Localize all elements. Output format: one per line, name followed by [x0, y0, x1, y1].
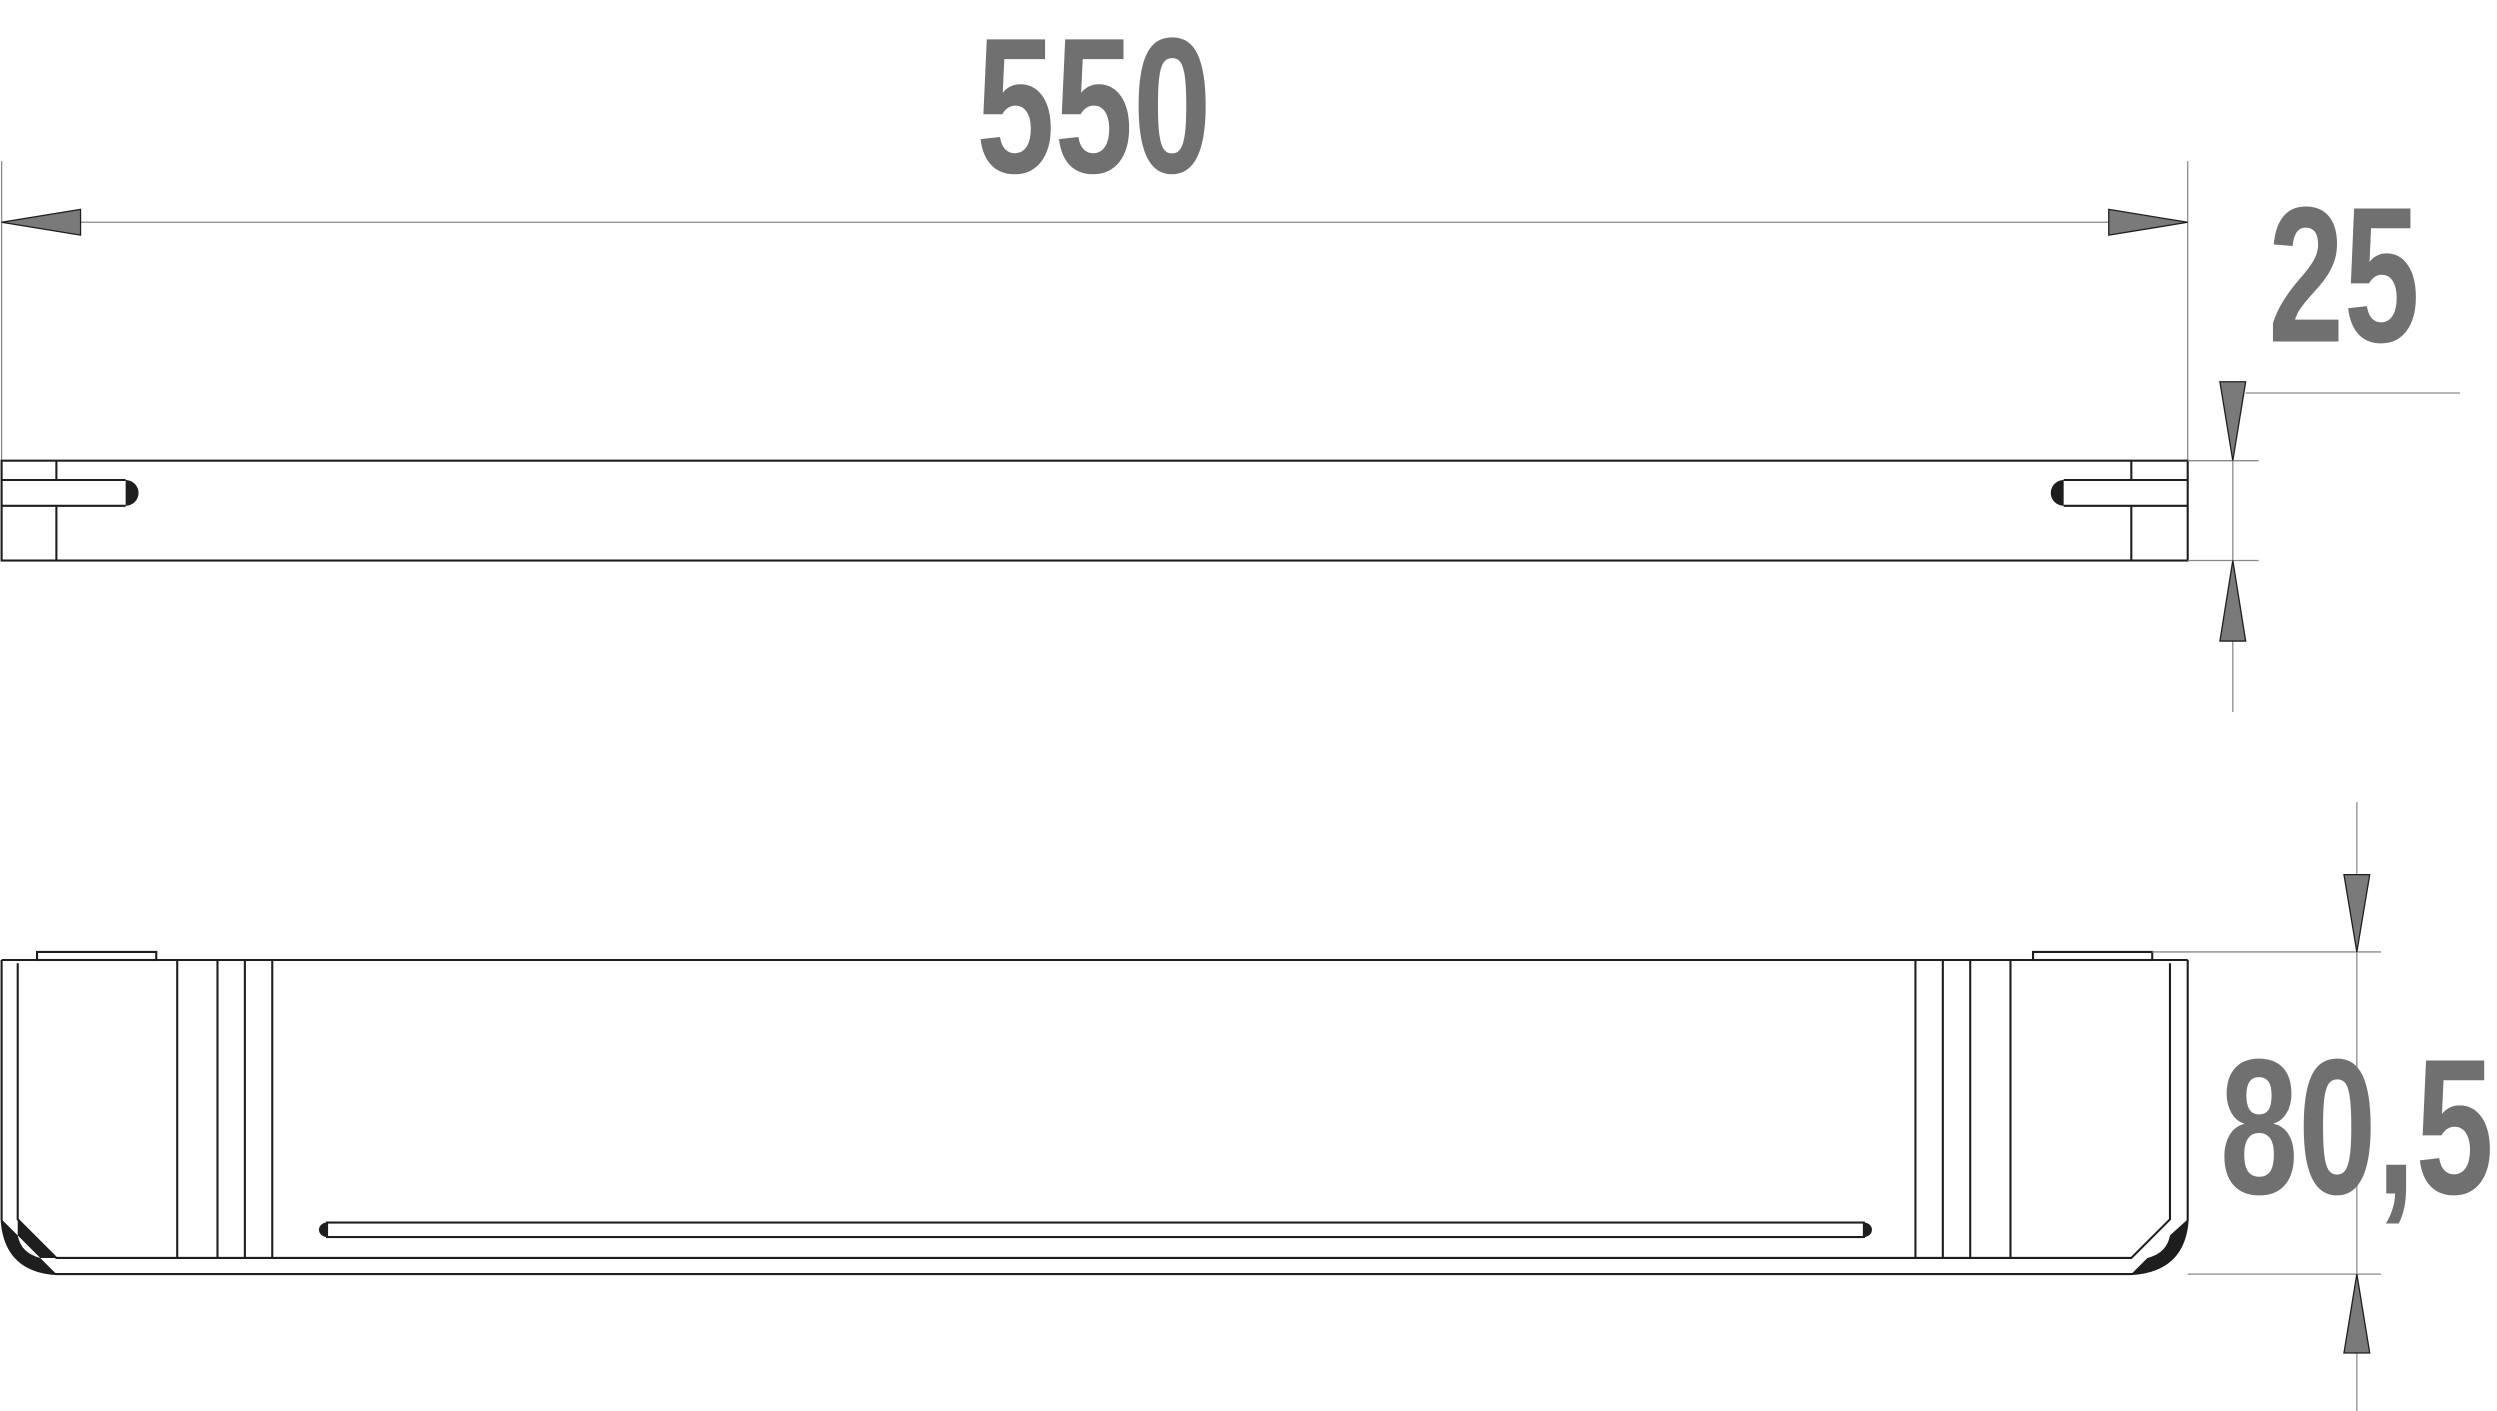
depth-dimension: 25: [2187, 166, 2460, 712]
arrow-up-icon: [2343, 1273, 2371, 1354]
arrow-left-icon: [1, 208, 82, 236]
arrow-down-icon: [2343, 873, 2371, 953]
width-dimension-label: 550: [976, 0, 1211, 213]
width-dimension: 550: [0, 0, 2189, 461]
arrow-up-icon: [2219, 560, 2247, 642]
height-dimension: 80,5: [2152, 802, 2494, 1411]
height-dimension-label: 80,5: [2220, 1019, 2494, 1235]
depth-dimension-label: 25: [2268, 166, 2419, 382]
arrow-down-icon: [2219, 381, 2247, 461]
top-view: [0, 459, 2189, 562]
arrow-right-icon: [2108, 208, 2188, 236]
front-view: [0, 950, 2189, 1276]
